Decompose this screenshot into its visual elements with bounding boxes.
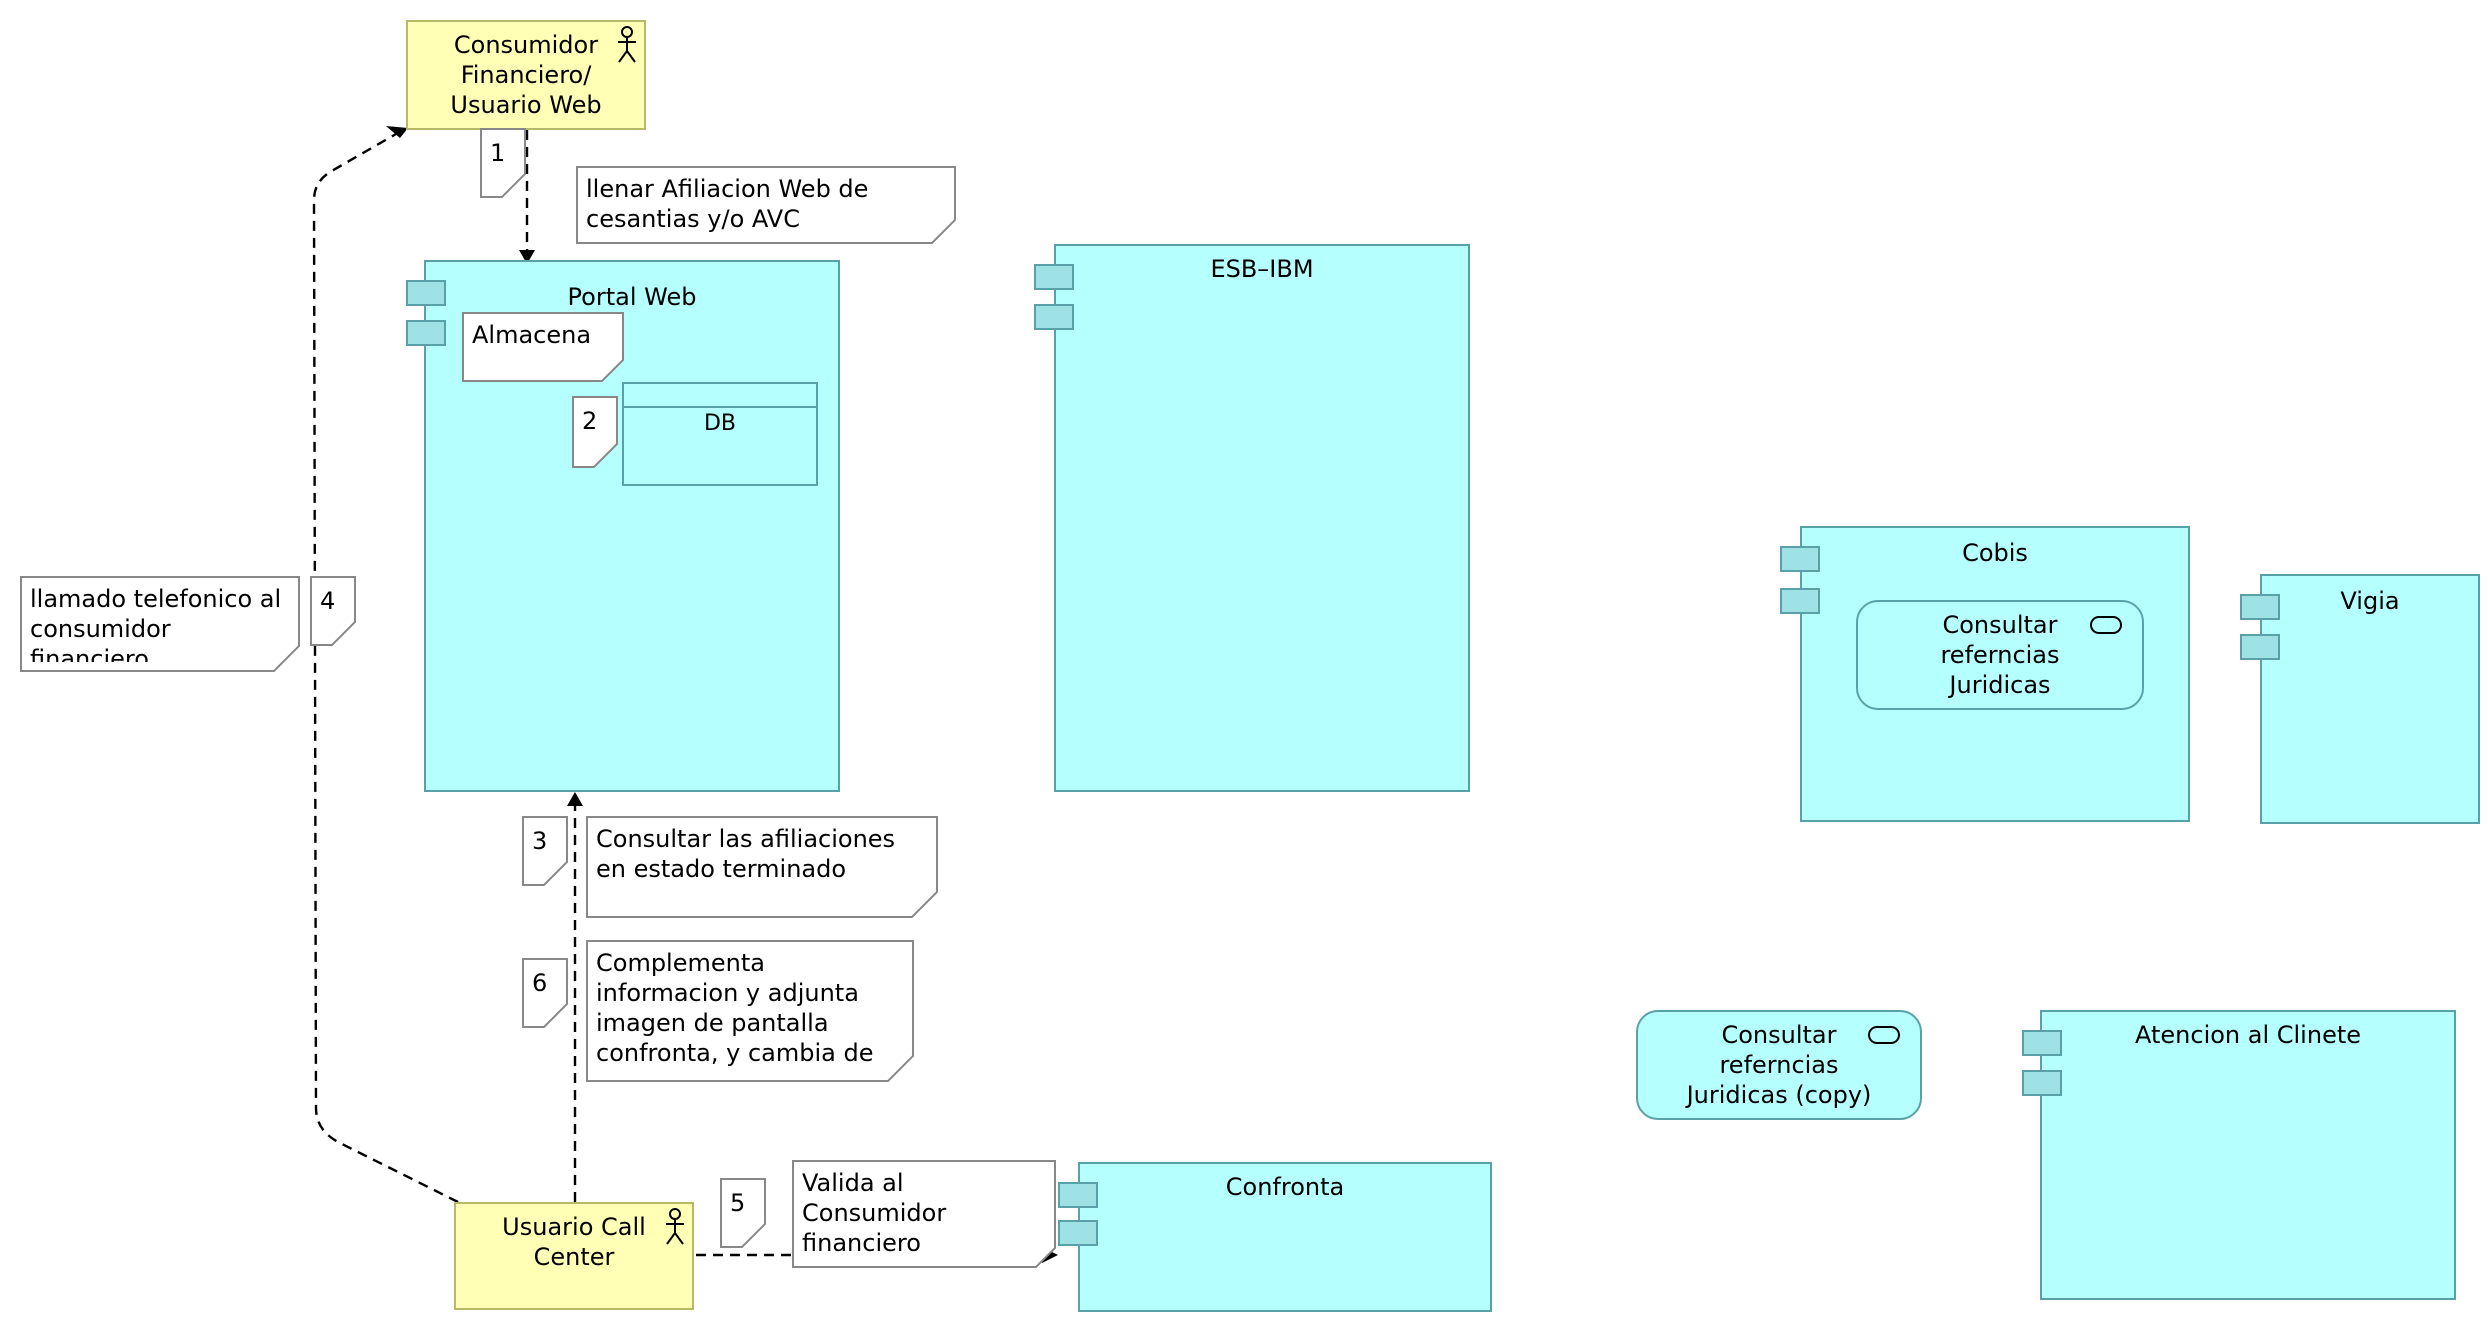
component-tab-icon xyxy=(1780,546,1820,572)
step-label-6: 6 xyxy=(522,958,568,1028)
step-label-1: 1 xyxy=(480,128,526,198)
note-consultar-afiliaciones[interactable]: Consultar las afiliaciones en estado ter… xyxy=(586,816,938,918)
component-confronta[interactable]: Confronta xyxy=(1078,1162,1492,1312)
service-pill-icon xyxy=(1868,1026,1900,1044)
step-shape xyxy=(480,128,526,198)
step-number-1: 1 xyxy=(490,139,506,167)
arrowhead-consumidor xyxy=(386,126,408,138)
note-llenar-afiliacion[interactable]: llenar Afiliacion Web de cesantias y/o A… xyxy=(576,166,956,244)
note-shape xyxy=(20,576,300,672)
note-consultar-afiliaciones-text: Consultar las afiliaciones en estado ter… xyxy=(596,825,896,883)
component-confronta-title: Confronta xyxy=(1225,1173,1345,1201)
arrowhead-portal xyxy=(519,250,535,264)
component-tab-icon xyxy=(2240,634,2280,660)
arrowhead-portal-bottom xyxy=(567,792,583,806)
note-complementa-text: Complementa informacion y adjunta imagen… xyxy=(596,949,874,1067)
note-llamado-text: llamado telefonico al consumidor financi… xyxy=(30,585,282,662)
component-tab-icon xyxy=(1780,588,1820,614)
component-tab-icon xyxy=(2240,594,2280,620)
step-label-3: 3 xyxy=(522,816,568,886)
step-shape xyxy=(720,1178,766,1248)
component-vigia-title: Vigia xyxy=(2340,587,2400,615)
step-label-5: 5 xyxy=(720,1178,766,1248)
actor-stick-figure-icon xyxy=(618,26,636,63)
actor-consumidor-label: Consumidor Financiero/ Usuario Web xyxy=(450,31,602,119)
note-shape xyxy=(792,1160,1056,1268)
data-object-header xyxy=(624,384,816,408)
component-portal-web[interactable]: Portal Web xyxy=(424,260,840,792)
note-shape xyxy=(586,816,938,918)
component-tab-icon xyxy=(406,280,446,306)
component-portal-web-title: Portal Web xyxy=(567,283,697,311)
service-pill-icon xyxy=(2090,616,2122,634)
flow-callcenter-to-consumidor[interactable] xyxy=(312,132,459,1204)
service-consultar-referencias-juridicas-copy[interactable]: Consultar referncias Juridicas (copy) xyxy=(1636,1010,1922,1120)
step-number-5: 5 xyxy=(730,1189,746,1217)
note-shape xyxy=(586,940,914,1082)
component-esb-ibm-title: ESB–IBM xyxy=(1210,255,1314,283)
actor-usuario-call-center[interactable]: Usuario Call Center xyxy=(454,1202,694,1310)
step-number-6: 6 xyxy=(532,969,548,997)
component-vigia[interactable]: Vigia xyxy=(2260,574,2480,824)
service-consultar-referencias-juridicas[interactable]: Consultar referncias Juridicas xyxy=(1856,600,2144,710)
note-llamado-telefonico[interactable]: llamado telefonico al consumidor financi… xyxy=(20,576,300,672)
component-tab-icon xyxy=(1034,264,1074,290)
component-tab-icon xyxy=(1058,1220,1098,1246)
note-shape xyxy=(576,166,956,244)
component-esb-ibm[interactable]: ESB–IBM xyxy=(1054,244,1470,792)
component-tab-icon xyxy=(406,320,446,346)
service-consultar-copy-label: Consultar referncias Juridicas (copy) xyxy=(1686,1021,1872,1109)
component-cobis-title: Cobis xyxy=(1962,539,2028,567)
note-shape xyxy=(462,312,624,382)
data-object-db-label: DB xyxy=(703,411,737,436)
component-tab-icon xyxy=(1058,1182,1098,1208)
component-tab-icon xyxy=(2022,1030,2062,1056)
note-llenar-text: llenar Afiliacion Web de cesantias y/o A… xyxy=(586,175,869,233)
step-number-4: 4 xyxy=(320,587,336,615)
note-almacena-text: Almacena xyxy=(472,321,592,349)
note-valida-text: Valida al Consumidor financiero xyxy=(802,1169,947,1257)
step-number-2: 2 xyxy=(582,407,598,435)
actor-callcenter-label: Usuario Call Center xyxy=(502,1213,646,1271)
step-label-4: 4 xyxy=(310,576,356,646)
step-shape xyxy=(572,396,618,468)
data-object-db[interactable]: DB xyxy=(622,382,818,486)
actor-stick-figure-icon xyxy=(666,1208,684,1245)
step-shape xyxy=(310,576,356,646)
service-consultar-label: Consultar referncias Juridicas xyxy=(1940,611,2060,699)
step-label-2: 2 xyxy=(572,396,618,468)
component-atencion-title: Atencion al Clinete xyxy=(2134,1021,2362,1049)
component-atencion-al-cliente[interactable]: Atencion al Clinete xyxy=(2040,1010,2456,1300)
actor-consumidor-financiero[interactable]: Consumidor Financiero/ Usuario Web xyxy=(406,20,646,130)
step-shape xyxy=(522,816,568,886)
step-number-3: 3 xyxy=(532,827,548,855)
note-complementa-informacion[interactable]: Complementa informacion y adjunta imagen… xyxy=(586,940,914,1082)
component-tab-icon xyxy=(2022,1070,2062,1096)
note-almacena[interactable]: Almacena xyxy=(462,312,624,382)
note-valida-consumidor[interactable]: Valida al Consumidor financiero xyxy=(792,1160,1056,1268)
step-shape xyxy=(522,958,568,1028)
component-tab-icon xyxy=(1034,304,1074,330)
